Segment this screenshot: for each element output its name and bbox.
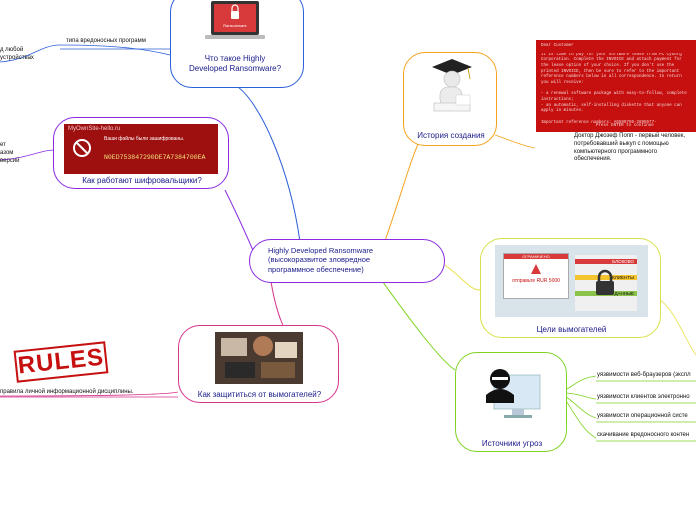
how-left-2: азом [0, 150, 14, 156]
connector-targets [444, 264, 481, 291]
padlock-icon [596, 269, 614, 295]
sources-item-3: уязвимости операционной систе [597, 413, 688, 419]
what-is-left-2: устройствах [0, 55, 34, 61]
how-left-1: ет [0, 142, 6, 148]
target-banner: отправьте RUR 5000 [512, 278, 560, 284]
history-screen-body: It is time to pay for your software leas… [541, 52, 687, 125]
topic-targets[interactable]: ОГРАНИЧЕНО отправьте RUR 5000 БЛОКОВО КЛ… [480, 238, 661, 338]
topic-how-work-label: Как работают шифровальщики? [82, 176, 202, 185]
connector-what-left-2 [0, 44, 61, 63]
history-screen-title: Dear Customer [541, 44, 574, 48]
topic-how-work[interactable]: MyOwnSite-hello.ru Ваши файлы были зашиф… [53, 117, 229, 189]
sources-item-2: уязвимости клиентов электронно [597, 394, 690, 400]
how-left-3: версий [0, 158, 20, 164]
center-title: Highly Developed Ransomware (высокоразви… [268, 246, 374, 274]
ransom-screen-image: MyOwnSite-hello.ru Ваши файлы были зашиф… [64, 124, 218, 174]
sources-item-1: уязвимости веб-браузеров (экспл [597, 372, 691, 378]
connector-history [379, 139, 421, 256]
protect-rules-text: правила личной информационной дисциплины… [0, 389, 134, 395]
topic-protect[interactable]: Как защититься от вымогателей? [178, 325, 339, 403]
ransom-screen-code: N0ED753847290DE7A7384700EA [104, 154, 206, 161]
what-is-left-1: д любой [0, 47, 24, 53]
warning-icon [531, 264, 541, 274]
connector-targets-right [659, 299, 696, 356]
topic-history-label: История создания [417, 131, 485, 140]
connector-sources-3 [564, 395, 597, 419]
history-screen-footer: Press ENTER to continue [596, 124, 654, 129]
connector-how [224, 189, 256, 256]
connector-protect-left [0, 391, 179, 397]
targets-image: ОГРАНИЧЕНО отправьте RUR 5000 БЛОКОВО КЛ… [495, 245, 648, 317]
target-lock-label-1: БЛОКОВО [575, 259, 637, 264]
topic-protect-label: Как защититься от вымогателей? [197, 390, 322, 399]
center-node[interactable]: Highly Developed Ransomware (высокоразви… [249, 239, 445, 283]
hacker-figure-image [486, 369, 541, 418]
topic-history[interactable]: История создания [403, 52, 497, 146]
topic-what-is[interactable]: Ransomware Что такое Highly Developed Ra… [170, 0, 304, 88]
laptop-label: Ransomware [223, 23, 247, 28]
what-is-types-label: типа вредоносных программ [66, 38, 146, 44]
target-banner-top: ОГРАНИЧЕНО [504, 254, 568, 259]
connector-sources-2 [564, 392, 597, 400]
forbidden-icon [73, 139, 91, 157]
connector-sources-1 [564, 375, 597, 391]
connector-sources [379, 277, 456, 371]
topic-sources[interactable]: Источники угроз [455, 352, 567, 452]
connector-how-left [0, 149, 56, 161]
target-lock-label-2: КЛИЕНТЫ [575, 275, 637, 280]
connector-history-note [494, 134, 536, 149]
protect-photo [215, 332, 303, 384]
ransom-screen-title: MyOwnSite-hello.ru [68, 126, 121, 132]
history-note: Доктор Джозеф Попп - первый человек, пот… [574, 133, 685, 163]
connector-what-left [59, 44, 171, 56]
connector-what-is [234, 84, 301, 243]
topic-targets-label: Цели вымогателей [536, 325, 607, 334]
sources-item-4: скачивание вредоносного контен [597, 432, 690, 438]
topic-what-is-label: Что такое Highly Developed Ransomware? [188, 54, 282, 73]
history-screen-image: Dear Customer It is time to pay for your… [536, 40, 696, 132]
ransom-screen-heading: Ваши файлы были зашифрованы. [104, 136, 185, 142]
ransomware-laptop-image: Ransomware [205, 1, 265, 39]
connector-sources-4 [564, 398, 597, 439]
topic-sources-label: Источники угроз [481, 439, 543, 448]
graduate-figure-image [432, 59, 472, 112]
